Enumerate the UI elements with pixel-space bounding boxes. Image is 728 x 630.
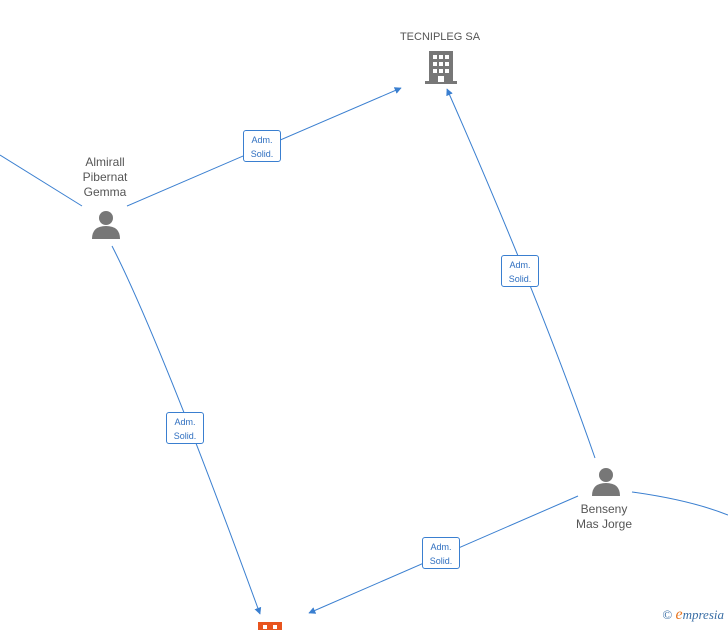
edge-left-to-bottom [111, 245, 262, 615]
copyright-icon: © [662, 607, 673, 622]
building-icon-bottom[interactable] [258, 622, 282, 630]
edge-badge-left-to-bottom[interactable]: Adm. Solid. [166, 412, 204, 444]
company-label-tecnipleg[interactable]: TECNIPLEG SA [399, 31, 481, 43]
edge-badge-line1: Adm. [509, 260, 531, 270]
person-label-left[interactable]: Almirall Pibernat Gemma [64, 155, 146, 200]
edge-badge-line2: Solid. [173, 431, 197, 441]
person-left-line1: Almirall [85, 155, 125, 169]
brand-name: mpresia [682, 607, 724, 622]
edge-right-offscreen [631, 491, 728, 516]
person-right-line1: Benseny [580, 502, 628, 516]
edge-badge-line1: Adm. [174, 417, 196, 427]
person-label-right[interactable]: Benseny Mas Jorge [562, 502, 646, 532]
edge-badge-line2: Solid. [429, 556, 453, 566]
edge-badge-right-to-company[interactable]: Adm. Solid. [501, 255, 539, 287]
edge-badge-right-to-bottom[interactable]: Adm. Solid. [422, 537, 460, 569]
person-icon-right[interactable] [592, 468, 620, 496]
brand-initial: e [675, 606, 683, 623]
building-icon[interactable] [425, 51, 457, 84]
person-left-line2: Pibernat [82, 170, 128, 184]
edge-badge-line1: Adm. [430, 542, 452, 552]
person-left-line3: Gemma [83, 185, 127, 199]
empresia-watermark: © empresia [662, 606, 724, 624]
edge-badge-line1: Adm. [251, 135, 273, 145]
person-right-line2: Mas Jorge [575, 517, 633, 531]
edge-offscreen-left [0, 154, 83, 207]
edge-badge-line2: Solid. [508, 274, 532, 284]
edge-badge-line2: Solid. [250, 149, 274, 159]
edge-badge-left-to-company[interactable]: Adm. Solid. [243, 130, 281, 162]
person-icon-left[interactable] [92, 211, 120, 239]
